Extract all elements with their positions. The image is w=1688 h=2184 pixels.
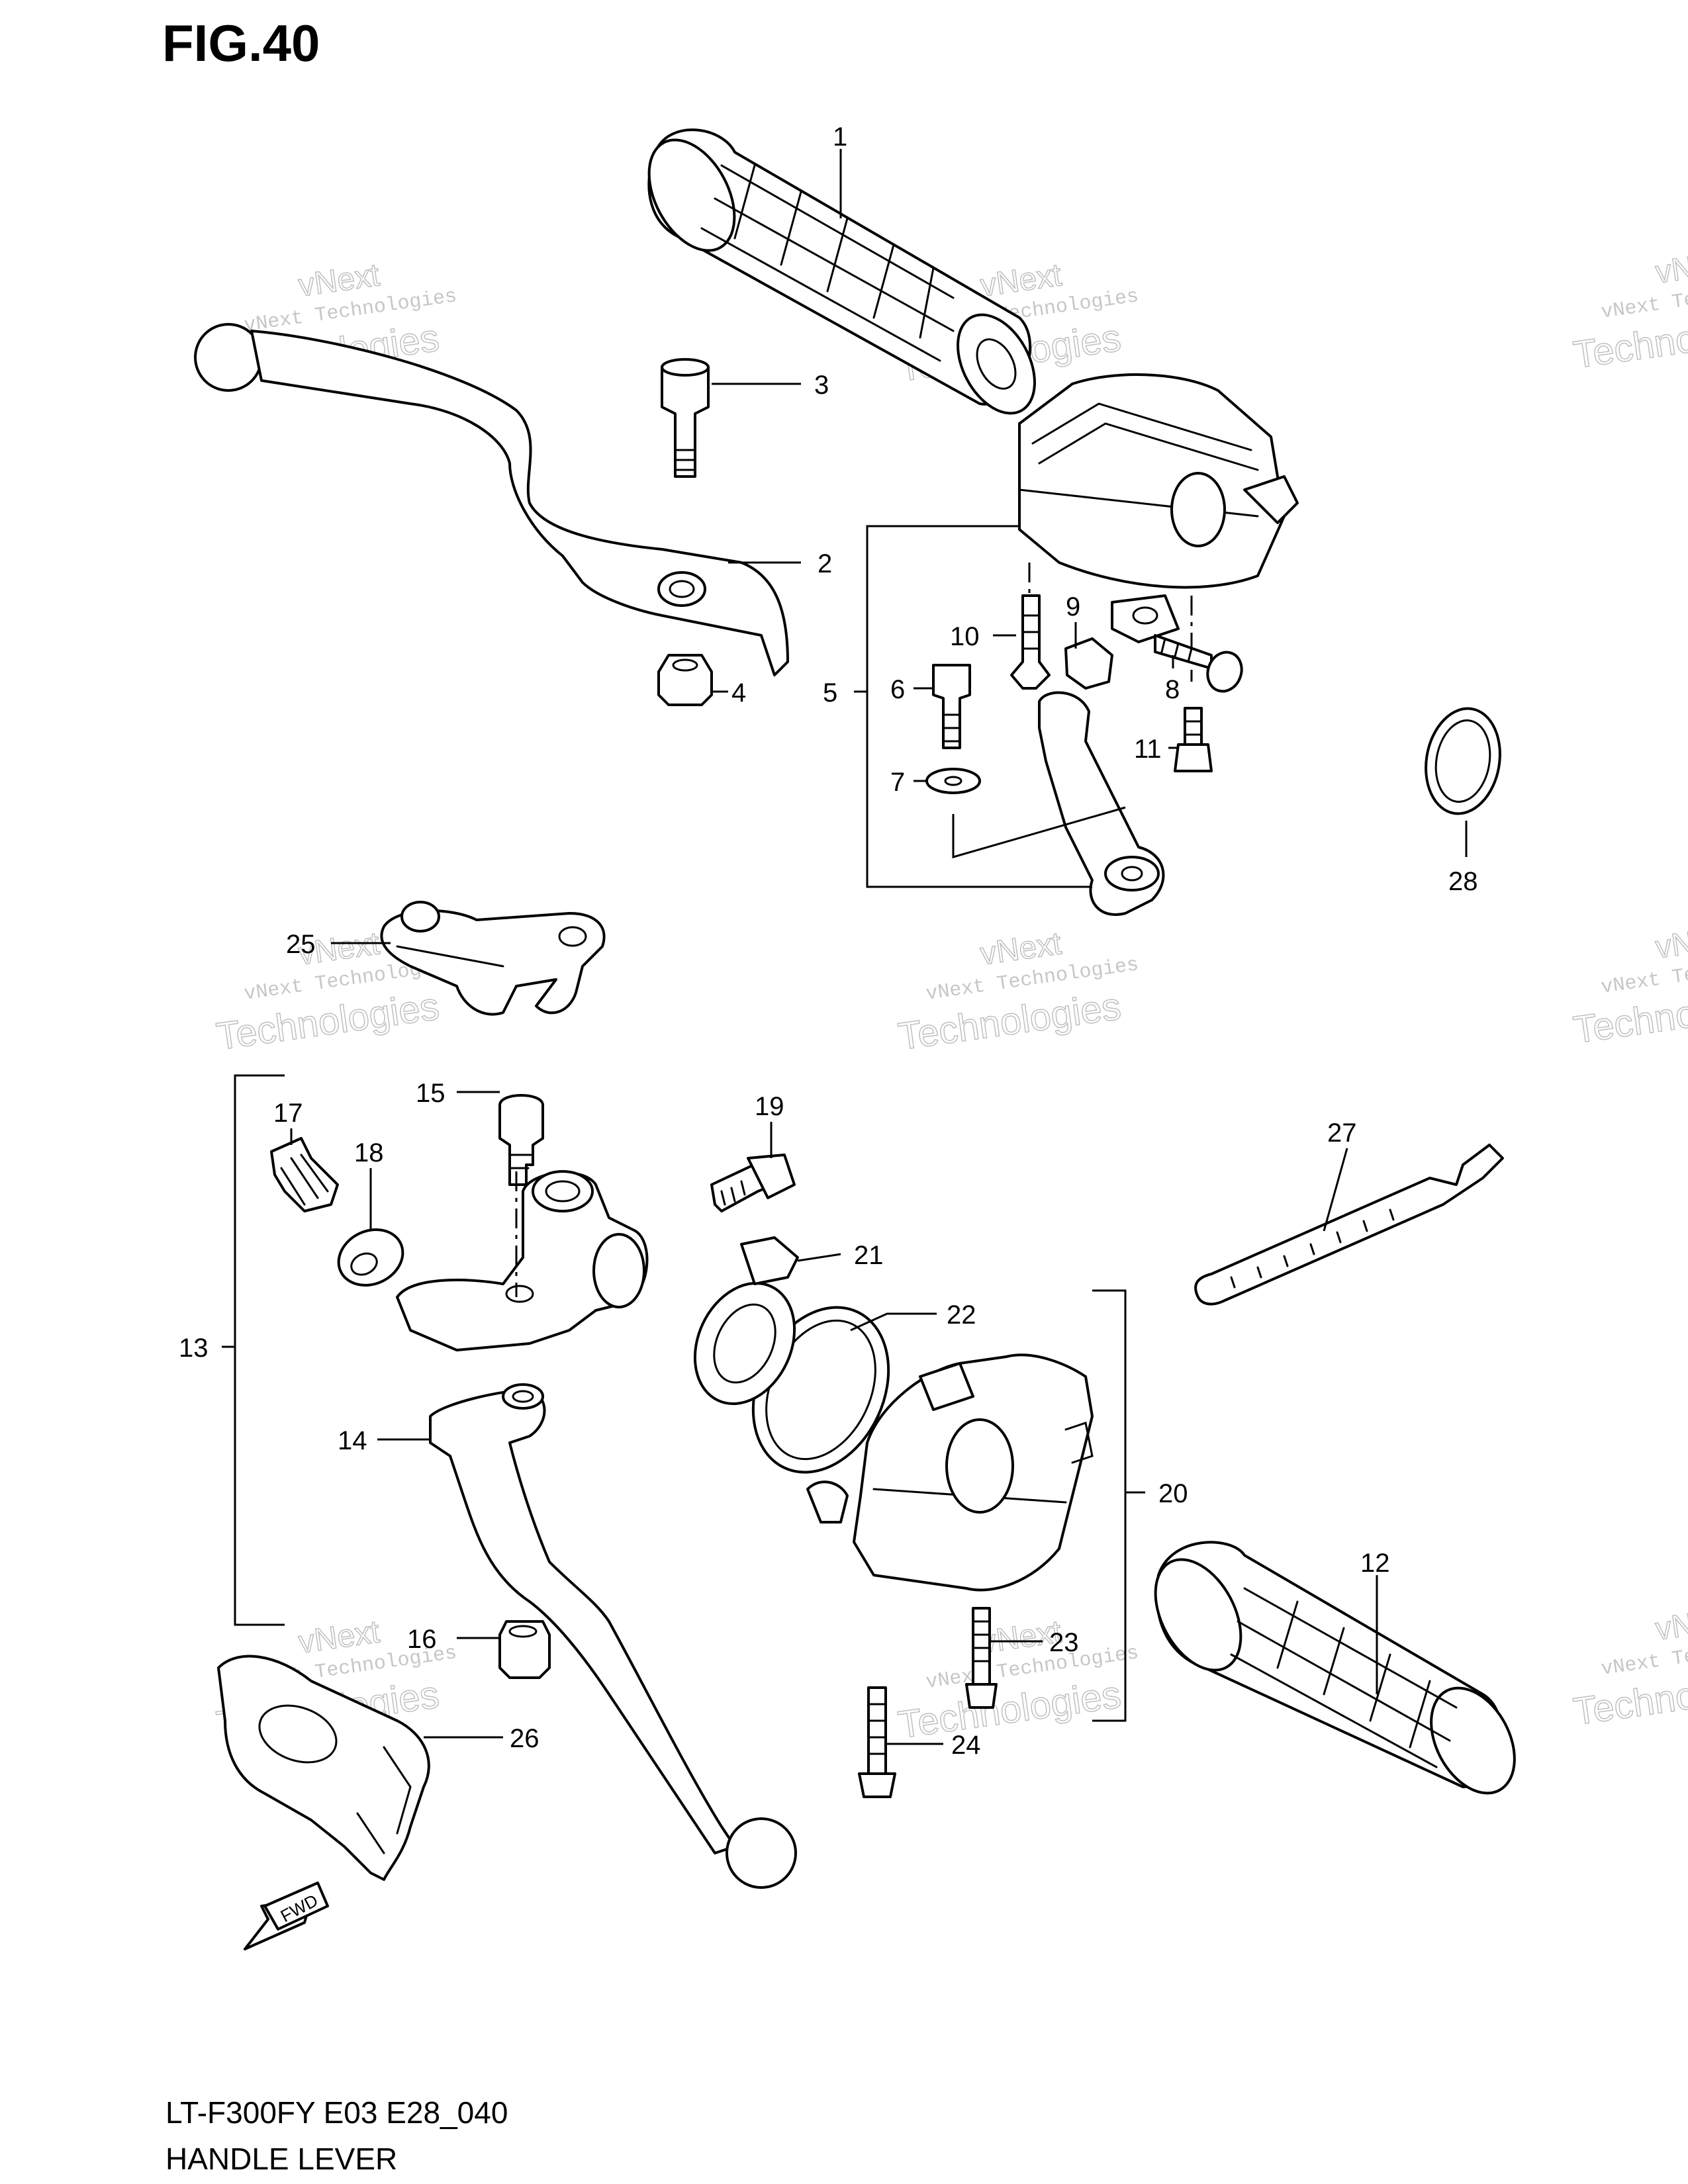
choke-lever <box>1038 691 1165 916</box>
bolt-19 <box>710 1154 796 1212</box>
pivot-bolt-top <box>661 358 710 478</box>
screw-6 <box>932 664 971 749</box>
callout-22: 22 <box>947 1300 976 1330</box>
grip-top <box>647 128 1036 415</box>
svg-text:vNext: vNext <box>297 1614 382 1661</box>
clamp-bracket-25 <box>380 901 606 1016</box>
screw-24 <box>858 1686 896 1798</box>
oring-28 <box>1425 707 1501 815</box>
callout-8: 8 <box>1165 675 1180 704</box>
grip-bottom <box>1154 1541 1516 1795</box>
leader-27 <box>1323 1148 1348 1232</box>
callout-7: 7 <box>890 768 905 797</box>
screw-23 <box>965 1607 998 1709</box>
callout-21: 21 <box>854 1241 884 1270</box>
washer-7 <box>925 768 981 794</box>
lever-holder <box>396 1170 649 1351</box>
cable-tie-27 <box>1194 1144 1504 1306</box>
callout-27: 27 <box>1327 1118 1357 1148</box>
assembly-bracket-line <box>952 806 1126 858</box>
leader-21 <box>797 1253 841 1262</box>
watermark: vNext Technologies vNext Technologies <box>895 925 1140 1058</box>
throttle-collar <box>693 1236 799 1406</box>
svg-text:vNext: vNext <box>978 257 1064 304</box>
callout-6: 6 <box>890 675 905 704</box>
callout-14: 14 <box>338 1426 367 1455</box>
nut-16 <box>498 1620 551 1679</box>
brake-lever-top <box>194 323 789 676</box>
locknut-18 <box>337 1228 404 1287</box>
nut-top <box>657 654 713 706</box>
callout-10: 10 <box>950 622 980 651</box>
callout-4: 4 <box>731 678 746 707</box>
watermark: vNext Technologies vNext Technologies <box>1570 919 1688 1052</box>
screw-11 <box>1174 707 1213 772</box>
callout-2: 2 <box>818 549 832 578</box>
diagram-code: LT-F300FY E03 E28_040 <box>165 2095 508 2130</box>
svg-text:vNext: vNext <box>1654 244 1688 291</box>
callout-5: 5 <box>823 678 837 707</box>
callout-9: 9 <box>1066 592 1080 621</box>
clutch-lever-14 <box>429 1383 797 1889</box>
callout-15: 15 <box>416 1079 445 1108</box>
leader-22 <box>850 1312 937 1332</box>
nut-9 <box>1064 637 1113 690</box>
callout-1: 1 <box>833 122 847 152</box>
callout-19: 19 <box>755 1092 784 1121</box>
switch-housing-top <box>1018 373 1299 643</box>
watermark: vNext Technologies vNext Technologies <box>1570 1600 1688 1733</box>
callout-24: 24 <box>951 1731 981 1760</box>
callout-23: 23 <box>1049 1628 1079 1657</box>
svg-text:vNext: vNext <box>978 926 1064 972</box>
switch-housing-20 <box>806 1353 1094 1592</box>
svg-text:vNext: vNext <box>297 257 382 304</box>
bracket-5 <box>866 525 1092 888</box>
lever-cover-26 <box>217 1655 430 1881</box>
screw-10 <box>1010 594 1051 690</box>
callout-11: 11 <box>1134 735 1162 764</box>
callout-18: 18 <box>354 1138 384 1167</box>
screw-8 <box>1154 634 1243 693</box>
callout-17: 17 <box>273 1099 303 1128</box>
figure-title: FIG.40 <box>162 14 320 72</box>
adjuster-17 <box>270 1137 339 1212</box>
callout-28: 28 <box>1448 867 1478 896</box>
callout-25: 25 <box>286 930 316 959</box>
pivot-bolt-15 <box>498 1094 544 1186</box>
callout-3: 3 <box>814 371 829 400</box>
callout-26: 26 <box>510 1724 539 1753</box>
watermark: vNext Technologies vNext Technologies <box>1570 244 1688 377</box>
bracket-20 <box>1092 1289 1127 1722</box>
bracket-13 <box>234 1074 285 1626</box>
watermark: vNext Technologies vNext Technologies <box>895 1614 1140 1747</box>
diagram-name: HANDLE LEVER <box>165 2142 398 2176</box>
svg-text:vNext: vNext <box>1654 919 1688 966</box>
callout-12: 12 <box>1360 1549 1390 1578</box>
svg-text:vNext: vNext <box>1654 1601 1688 1647</box>
callout-20: 20 <box>1158 1479 1188 1508</box>
fwd-arrow: FWD <box>244 1882 329 1950</box>
callout-16: 16 <box>407 1625 437 1654</box>
callout-13: 13 <box>179 1334 209 1363</box>
